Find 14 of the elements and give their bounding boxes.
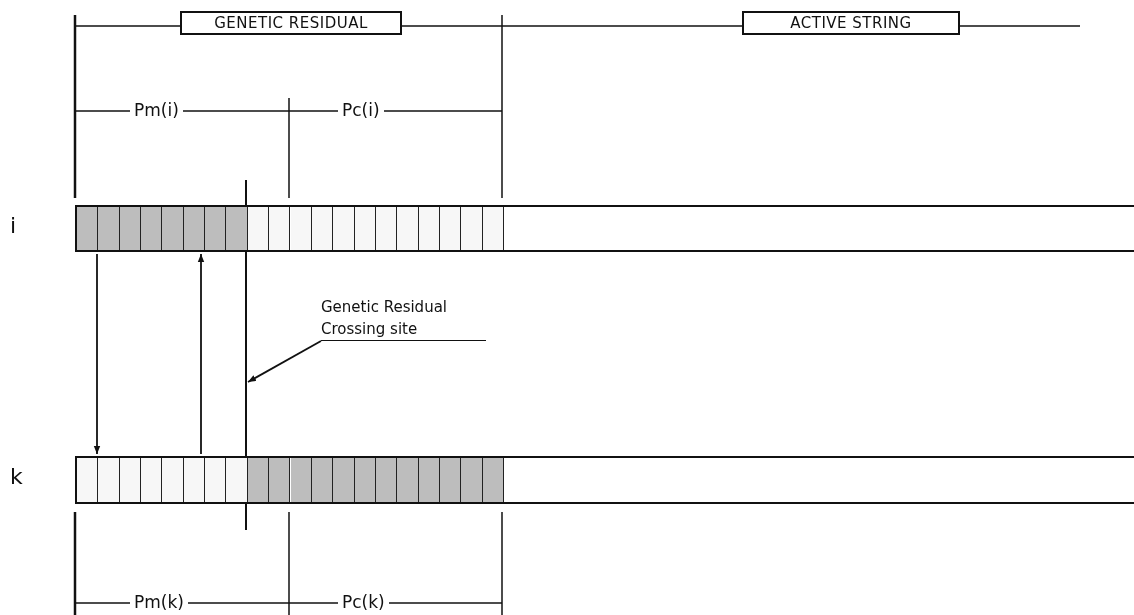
arrow [197,253,205,455]
dimension-label: Pm(k) [130,592,188,612]
section-title: GENETIC RESIDUAL [180,11,402,35]
arrow [93,253,101,455]
leader-line [247,340,322,383]
callout-text: Genetic Residual Crossing site [321,296,486,341]
dimension-label: Pc(k) [338,592,389,612]
string-bar [75,205,1134,252]
dimension-label: Pc(i) [338,100,384,120]
string-bar [75,456,1134,504]
section-title: ACTIVE STRING [742,11,960,35]
row-label: k [10,464,23,489]
row-label: i [10,213,17,238]
dimension-label: Pm(i) [130,100,183,120]
